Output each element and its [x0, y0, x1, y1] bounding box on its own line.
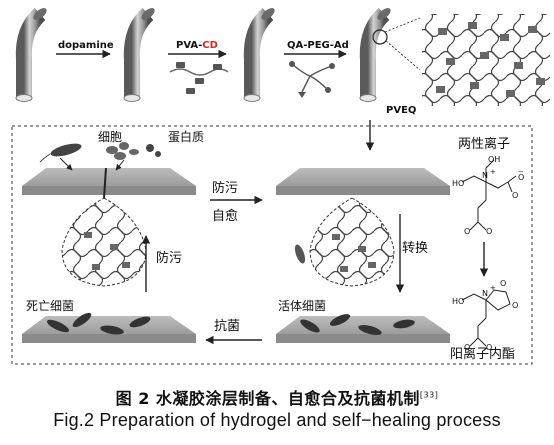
svg-text:O: O [486, 227, 492, 236]
plate-bottom-left [22, 312, 196, 343]
caption-chinese: 图 2 水凝胶涂层制备、自愈合及抗菌机制[33] [0, 385, 554, 409]
svg-text:+: + [490, 284, 496, 292]
zwitterion-structure [461, 159, 517, 231]
label-self-healing: 自愈 [212, 209, 238, 224]
droplet-zoom-left [61, 197, 147, 287]
lactone-atoms: HO N+ O O O O [452, 279, 518, 352]
svg-text:−: − [518, 168, 524, 176]
label-pva-cd: PVA-CD [176, 40, 218, 51]
svg-text:O: O [464, 343, 470, 352]
label-antifouling-up: 防污 [156, 250, 182, 266]
zoom-circle [372, 29, 388, 45]
label-pveq: PVEQ [386, 105, 416, 116]
label-antibacterial: 抗菌 [214, 319, 240, 334]
tube-2 [123, 8, 155, 102]
hydrogel-network-zoom [422, 14, 550, 106]
label-cell: 细胞 [98, 130, 122, 144]
tube-3 [243, 8, 275, 102]
droplet-zoom-right [294, 197, 395, 287]
svg-text:N: N [482, 289, 488, 298]
svg-text:O: O [512, 191, 518, 200]
label-cationic-lactone: 阳离子内酯 [450, 346, 515, 362]
svg-text:HO: HO [452, 179, 464, 188]
label-dead-bacteria: 死亡细菌 [26, 299, 74, 313]
svg-text:O: O [518, 173, 524, 182]
label-qa-peg-ad: QA-PEG-Ad [287, 40, 349, 51]
cell-icon [39, 143, 82, 171]
svg-text:O: O [500, 279, 506, 288]
plate-top-left [22, 167, 196, 199]
svg-text:OH: OH [488, 155, 500, 164]
label-protein: 蛋白质 [168, 129, 204, 144]
label-dopamine: dopamine [58, 40, 114, 51]
lactone-structure [461, 289, 511, 347]
svg-text:O: O [464, 227, 470, 236]
pva-cd-chain-icon [169, 62, 229, 94]
plate-bottom-right [276, 314, 450, 343]
svg-text:O: O [512, 301, 518, 310]
svg-text:+: + [490, 168, 496, 176]
mechanism-panel [11, 125, 533, 365]
label-live-bacteria: 活体细菌 [278, 299, 326, 313]
tube-1 [15, 8, 47, 102]
qa-peg-ad-icon [289, 61, 335, 98]
label-antifouling-right: 防污 [212, 180, 238, 196]
protein-icon [106, 142, 161, 171]
caption-chinese-text: 图 2 水凝胶涂层制备、自愈合及抗菌机制 [115, 389, 420, 408]
svg-text:N: N [482, 171, 488, 180]
tube-4-coated [359, 8, 421, 102]
svg-text:HO: HO [452, 297, 464, 306]
svg-text:O: O [486, 343, 492, 352]
label-cd-accent: CD [202, 40, 218, 51]
label-conversion: 转换 [402, 241, 428, 256]
plate-top-right [276, 168, 450, 195]
caption-english: Fig.2 Preparation of hydrogel and self−h… [53, 410, 501, 430]
caption-reference: [33] [419, 390, 439, 400]
label-zwitterion: 两性离子 [458, 136, 510, 152]
